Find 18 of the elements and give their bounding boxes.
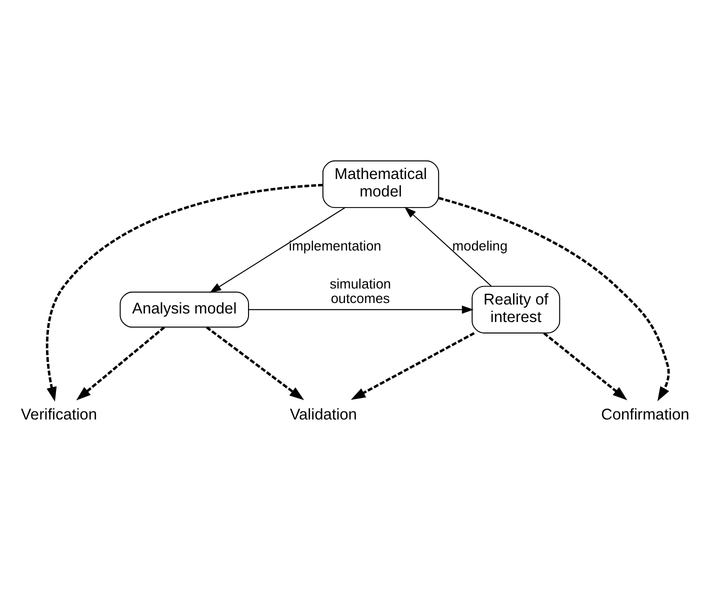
arrow (543, 332, 628, 400)
arrow (248, 305, 474, 314)
node-box: Mathematical model (322, 160, 440, 208)
node-text: Verification (20, 406, 97, 423)
arrow (46, 183, 323, 402)
arrow (206, 326, 304, 400)
edge-label: modeling (452, 238, 508, 254)
node-text: Confirmation (601, 406, 690, 423)
arrow (76, 326, 165, 400)
edge-label: implementation (288, 238, 382, 254)
edge-label: simulation outcomes (330, 276, 391, 306)
node-text: Validation (290, 406, 357, 423)
arrow (350, 332, 475, 400)
node-box: Analysis model (120, 291, 250, 328)
arrow (404, 206, 492, 286)
node-box: Reality of interest (472, 285, 560, 333)
arrow (210, 206, 346, 292)
arrow (438, 196, 670, 401)
